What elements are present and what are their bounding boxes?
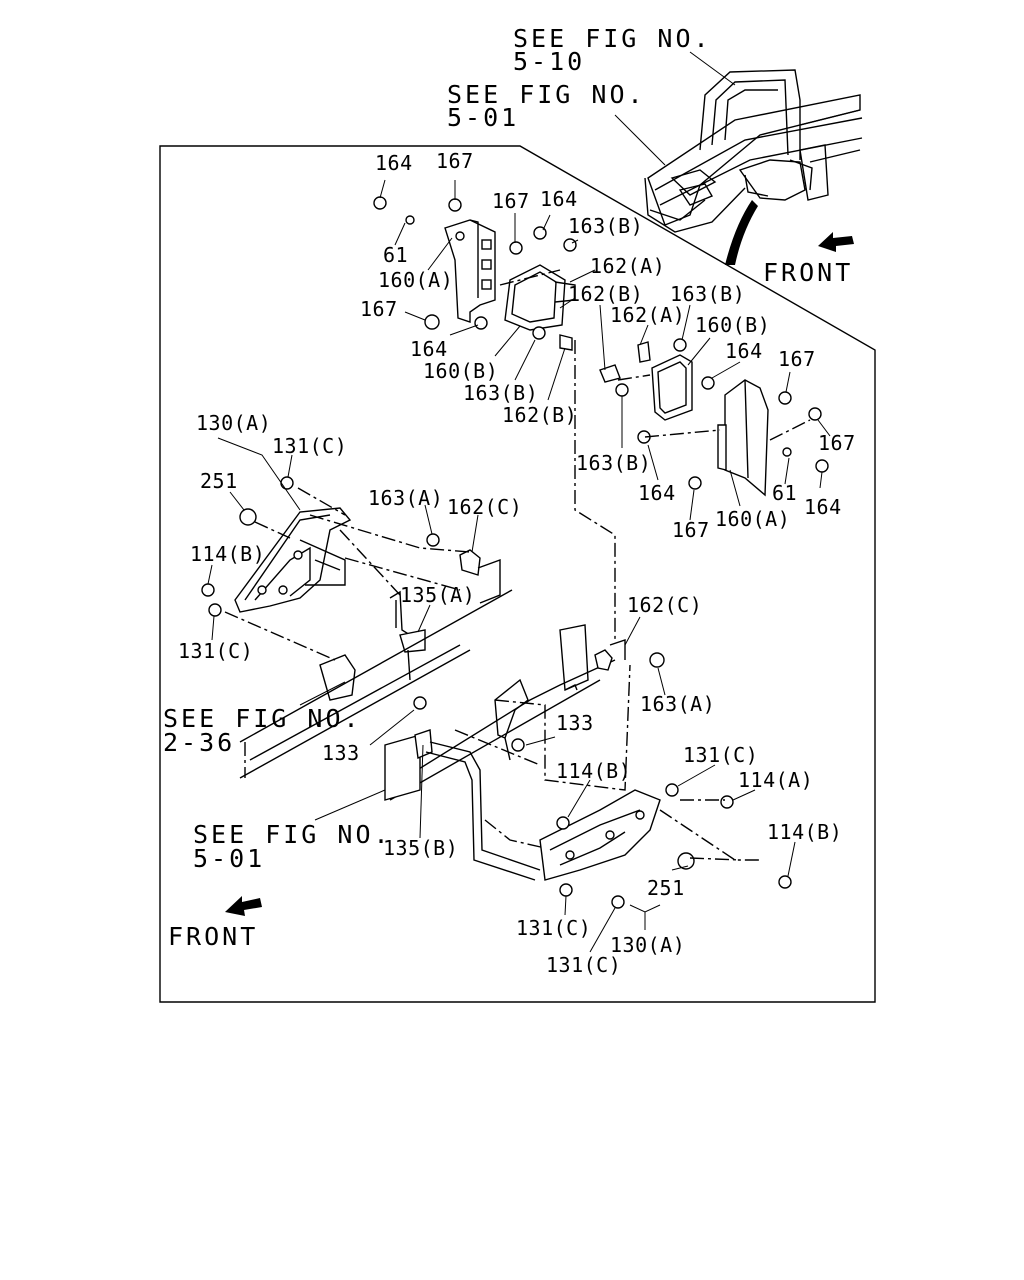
frame-rail-left: [239, 589, 513, 779]
assembly-lines: [224, 269, 811, 861]
callout: 167: [818, 431, 856, 455]
callout: 114(B): [190, 542, 265, 566]
callout: 164: [540, 187, 578, 211]
callout: 61: [772, 481, 797, 505]
callout: 167: [360, 297, 398, 321]
callout: 167: [436, 149, 474, 173]
callout: 61: [383, 243, 408, 267]
front-arrow-icon: [818, 232, 854, 252]
callout: 163(A): [368, 486, 443, 510]
callout: 163(B): [463, 381, 538, 405]
callout: 162(C): [627, 593, 702, 617]
callout: 167: [672, 518, 710, 542]
callout: 164: [638, 481, 676, 505]
callout: 162(B): [568, 282, 643, 306]
reference-line2: 5-01: [447, 103, 519, 132]
diagram-frame: [159, 145, 876, 1003]
bracket-162c-left: [459, 549, 501, 604]
harness-clip-135a: [389, 590, 426, 681]
callout: 131(C): [272, 434, 347, 458]
callout: 163(A): [640, 692, 715, 716]
callout: 251: [200, 469, 238, 493]
callout: 162(A): [590, 254, 665, 278]
upper-right-bracket: [717, 379, 792, 497]
callout: 131(C): [178, 639, 253, 663]
ecu-bracket-right: [599, 341, 693, 421]
callout: 251: [647, 876, 685, 900]
callout: 164: [804, 495, 842, 519]
upper-left-bracket: [444, 219, 496, 323]
callout: 167: [492, 189, 530, 213]
frame-rail-lower: [384, 624, 616, 801]
leader-lines: [207, 51, 831, 953]
callout: 167: [778, 347, 816, 371]
callout: 162(B): [502, 403, 577, 427]
ecu-bracket-left: [504, 264, 576, 351]
callout: 131(C): [683, 743, 758, 767]
reference-line2: 5-01: [193, 844, 265, 873]
callout: 160(B): [423, 359, 498, 383]
left-frame-bracket: [234, 507, 352, 613]
right-frame-bracket: [494, 678, 661, 881]
callout: 160(A): [715, 507, 790, 531]
reference-line1: SEE FIG NO.: [447, 80, 646, 109]
reference-line2: 2-36: [163, 728, 235, 757]
callout: 163(B): [568, 214, 643, 238]
callout: 163(B): [576, 451, 651, 475]
reference-line1: SEE FIG NO.: [513, 24, 712, 53]
callout: 164: [375, 151, 413, 175]
callout: 130(A): [196, 411, 271, 435]
callout: 114(A): [738, 768, 813, 792]
callout: 135(B): [383, 836, 458, 860]
bracket-162c-lower: [594, 639, 626, 671]
reference-line1: SEE FIG NO.: [193, 820, 392, 849]
callout: 162(A): [610, 303, 685, 327]
callout: 114(B): [556, 759, 631, 783]
front-arrow-icon: [225, 896, 262, 916]
callout: 164: [410, 337, 448, 361]
callout: 133: [322, 741, 360, 765]
front-label: FRONT: [763, 258, 853, 287]
reference-line1: SEE FIG NO.: [163, 704, 362, 733]
front-label: FRONT: [168, 922, 258, 951]
callout: 114(B): [767, 820, 842, 844]
callout: 163(B): [670, 282, 745, 306]
callout: 162(C): [447, 495, 522, 519]
callout: 131(C): [546, 953, 621, 977]
callout: 160(A): [378, 268, 453, 292]
bolt-group-upper: [373, 196, 829, 490]
callout-labels: 164 167 167 164 163(B) 61 160(A) 162(A) …: [178, 149, 856, 977]
bolt-group-lower: [511, 652, 792, 909]
callout: 131(C): [516, 916, 591, 940]
callout: 133: [556, 711, 594, 735]
callout: 160(B): [695, 313, 770, 337]
callout: 135(A): [400, 583, 475, 607]
reference-line2: 5-10: [513, 47, 585, 76]
vehicle-frame-inset: [644, 69, 863, 265]
harness-clip-135b: [414, 729, 541, 881]
callout: 130(A): [610, 933, 685, 957]
callout: 164: [725, 339, 763, 363]
